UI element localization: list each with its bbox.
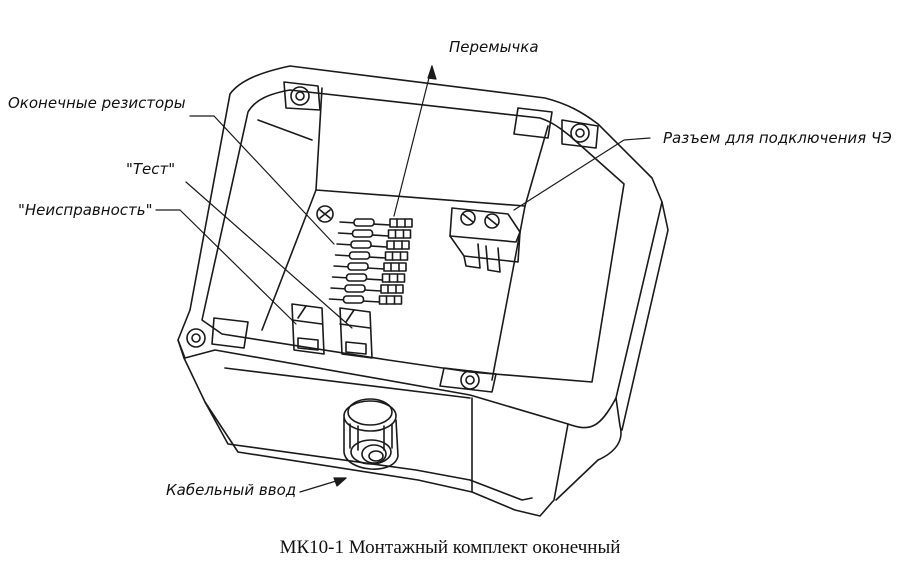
resistor-body [348, 251, 371, 260]
pin-header-segment [380, 284, 404, 294]
resistor-body [344, 284, 366, 293]
callout-cable-entry: Кабельный ввод [166, 481, 297, 499]
pin-header-segment [381, 273, 406, 283]
cable-gland [343, 398, 399, 470]
resistor-body [353, 218, 375, 227]
test-switch [339, 307, 373, 359]
pin-divider [385, 295, 396, 305]
arrow-cable-entry [333, 477, 347, 487]
pin-divider [387, 284, 397, 294]
leader-lines [155, 65, 651, 493]
enclosure-body [177, 65, 669, 517]
resistor-body [342, 295, 365, 304]
leader-fault [155, 209, 297, 325]
pin-divider [388, 273, 399, 283]
resistor-body [351, 229, 374, 238]
pin-header-segment [383, 262, 407, 272]
leader-resistors [189, 115, 335, 245]
resistor-body [347, 262, 369, 271]
callout-jumper: Перемычка [449, 38, 539, 56]
pin-header-segment [384, 251, 409, 261]
callout-test: "Тест" [126, 160, 176, 178]
pin-divider [390, 262, 400, 272]
pin-header-segment [386, 240, 410, 250]
figure-caption: МК10-1 Монтажный комплект оконечный [279, 537, 621, 558]
pin-divider [394, 229, 405, 239]
corner-bosses [186, 81, 599, 393]
callout-fault: "Неисправность" [18, 201, 153, 219]
leader-connector [513, 137, 651, 211]
callout-resistors: Оконечные резисторы [8, 94, 186, 112]
fault-switch [291, 303, 325, 355]
pin-header-segment [389, 218, 413, 228]
pin-header-segment [378, 295, 403, 305]
terminal-resistors [328, 218, 413, 305]
pin-divider [393, 240, 403, 250]
pin-divider [391, 251, 402, 261]
terminal-block [449, 207, 521, 273]
pin-divider [396, 218, 406, 228]
callout-connector: Разъем для подключения ЧЭ [663, 129, 892, 147]
leader-test [185, 181, 353, 329]
arrow-jumper [427, 65, 437, 80]
resistor-body [345, 273, 368, 282]
mounting-screw [316, 205, 334, 223]
leader-jumper [393, 65, 433, 217]
resistor-body [350, 240, 372, 249]
pin-header-segment [387, 229, 412, 239]
